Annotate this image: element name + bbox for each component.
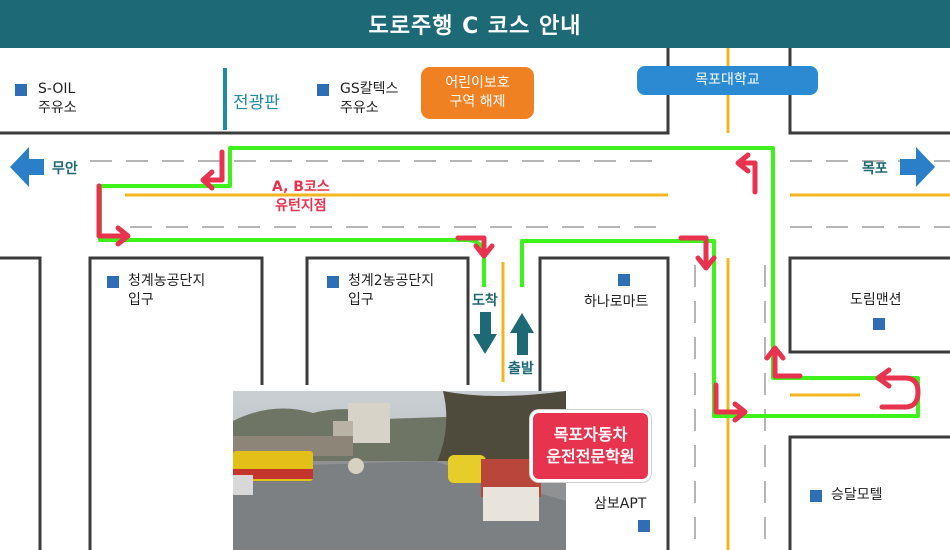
university-badge: 목포대학교 [637,66,818,95]
center-lines [125,48,950,550]
dorim-marker [873,318,885,330]
soil-marker [15,84,27,96]
school-zone-end-badge: 어린이보호 구역 해제 [421,67,534,119]
gs-caltex-label: GS칼텍스 주유소 [340,81,399,116]
lane-dashes [90,160,950,550]
seungdal-motel-label: 승달모텔 [831,487,883,503]
soil-gas-station-label: S-OIL 주유소 [38,81,77,116]
gs-marker [317,84,329,96]
east-label: 목포 [862,161,888,177]
sambo-marker [638,520,650,532]
driving-school-badge: 목포자동차 운전전문학원 [530,410,651,482]
arrow-right-icon [900,147,935,187]
cheonggye2-marker [327,276,339,288]
billboard-label: 전광판 [233,93,280,113]
hanaro-marker [618,274,630,286]
seungdal-marker [810,490,822,502]
turn-arrows [96,149,921,423]
dorim-mansion-label: 도림맨션 [850,292,902,308]
arrival-label: 도착 [472,293,498,309]
uturn-point-label: A, B코스 유턴지점 [272,179,330,214]
arrow-up-icon [510,313,534,355]
driving-school-photo [233,391,566,550]
page-title: 도로주행 C 코스 안내 [0,0,950,48]
arrow-down-icon [473,312,497,354]
arrow-left-icon [10,147,44,187]
billboard-post [223,68,227,130]
west-label: 무안 [52,161,78,177]
hanaro-mart-label: 하나로마트 [584,294,649,310]
cheonggye1-label: 청계농공단지 입구 [128,273,206,308]
cheonggye2-label: 청계2농공단지 입구 [348,273,435,308]
cheonggye1-marker [107,276,119,288]
departure-label: 출발 [508,361,534,377]
sambo-apt-label: 삼보APT [594,496,647,512]
